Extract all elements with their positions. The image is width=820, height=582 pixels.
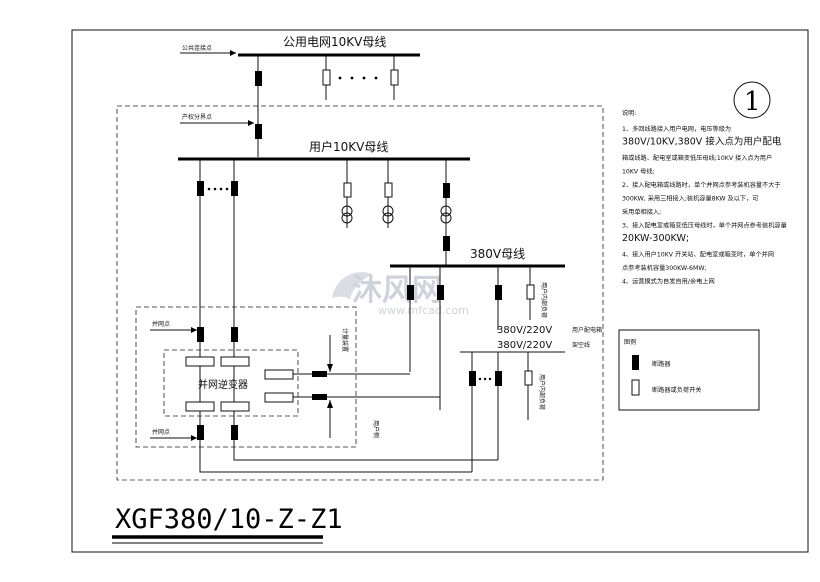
breaker-icon [231,425,238,440]
property-point-label: 产权分界点 [182,113,212,121]
inverter-boundary [163,349,299,417]
legend-switch-label: 断路器或负荷开关 [652,386,702,394]
watermark-url: www.mfcad.com [378,304,469,317]
dist-line-2-label: 380V/220V [497,340,552,351]
note-line: 3、接入配电室或箱变低压母线时，单个并网点参考装机容量 [622,222,787,230]
notes-lines: 1、多回线路接入用户电网，电压等级为 380V/10KV,380V 接入点为用户配… [622,125,787,286]
user-bus-label: 用户10KV母线 [309,139,388,154]
user-load-2: 用户内部负荷 [538,374,546,410]
switch-icon [322,69,331,86]
watermark: 沐风网 www.mfcad.com [332,272,469,317]
legend-switch-icon [631,379,640,396]
note-line: 380V/10KV,380V 接入点为用户配电 [622,136,782,148]
arrow-icon [248,120,254,126]
ellipsis-dots [338,76,378,80]
inverter-module [220,356,250,367]
breaker-icon [407,285,414,300]
note-line: 4、运营模式为自发自用/余电上网 [622,278,715,286]
legend-box [618,329,760,411]
ellipsis-dots [478,377,492,381]
return-wire-2 [233,445,498,461]
inverter-module [220,401,250,412]
drawing-frame [71,29,809,553]
switch-icon [526,284,535,300]
note-line: 点参考装机容量300KW-6MW; [622,264,707,272]
arrow-icon [327,400,333,408]
svg-text:用户内部负荷: 用户内部负荷 [540,282,548,318]
breaker-icon [312,371,327,377]
breaker-icon [437,285,444,300]
legend-title: 图例 [624,338,636,346]
inverter-module [185,401,215,412]
breaker-icon [197,425,204,440]
public-grid-point-label: 公共连接点 [182,44,212,52]
sheet-number-circle [733,81,771,119]
notes-title: 说明: [622,109,636,117]
note-line: 2、接入配电箱或线路时，单个并网点参考装机容量不大于 [622,181,781,189]
user-load-1: 用户内部负荷 [540,282,548,318]
bus-380-label: 380V母线 [470,247,525,261]
note-line: 1、多回线路接入用户电网，电压等级为 [622,125,731,133]
breaker-icon [197,327,204,342]
breaker-icon [231,327,238,342]
return-wire-1 [199,445,472,473]
transformer-1 [341,159,353,228]
switch-icon [390,69,399,86]
drawing-code: XGF380/10-Z-Z1 [115,504,343,535]
breaker-icon [495,371,502,386]
breaker-icon [197,181,204,196]
public-bus-label: 公用电网10KV母线 [283,35,386,49]
meter-vertical-label: 计量装置 [341,328,349,352]
inverter-label: 并网逆变器 [198,378,248,391]
watermark-brand: 沐风网 [352,273,442,308]
switch-icon [524,370,533,386]
dist-line-1-suffix: 用户配电箱 [572,326,602,334]
inverter-module [264,369,294,380]
legend-breaker-icon [632,355,639,370]
grid-point-1-label: 并网点 [152,320,170,328]
breaker-icon [255,124,262,139]
arrow-icon [191,327,197,333]
svg-text:用户内部负荷: 用户内部负荷 [538,374,546,410]
user-side-vertical-label: 用户侧 [372,420,380,438]
note-line: 箱或线路、配电室或箱变低压母线;10KV 接入点为用户 [622,154,772,162]
note-line: 采用单相接入; [622,208,661,216]
sheet-number: 1 [744,87,761,117]
inverter-module [264,392,294,403]
arrow-icon [191,435,197,441]
dist-line-2-suffix: 架空线 [572,341,590,349]
user-boundary [116,105,604,481]
transformer-2 [382,159,394,228]
note-line: 300KW, 采用三相接入;装机容量8KW 及以下，可 [622,195,758,203]
breaker-icon [495,285,502,300]
arrow-icon [230,50,236,56]
note-line: 4、接入用户10KV 开关站、配电室或箱变时，单个并网 [622,251,774,259]
inverter-module [185,356,215,367]
breaker-icon [312,394,327,400]
legend-breaker-label: 断路器 [652,360,671,368]
note-line: 10KV 母线; [622,168,655,176]
breaker-icon [469,371,476,386]
grid-point-2-label: 并网点 [152,428,170,436]
breaker-icon [231,181,238,196]
ellipsis-dots [207,187,229,191]
dist-line-1-label: 380V/220V [497,325,552,336]
notes-block: 说明: 1、多回线路接入用户电网，电压等级为 380V/10KV,380V 接入点… [622,109,787,286]
pv-boundary [135,306,357,448]
transformer-3 [440,159,452,266]
note-line: 20KW-300KW; [622,233,689,244]
watermark-logo-icon [332,272,372,300]
arrow-icon [327,364,333,372]
breaker-icon [255,71,262,86]
